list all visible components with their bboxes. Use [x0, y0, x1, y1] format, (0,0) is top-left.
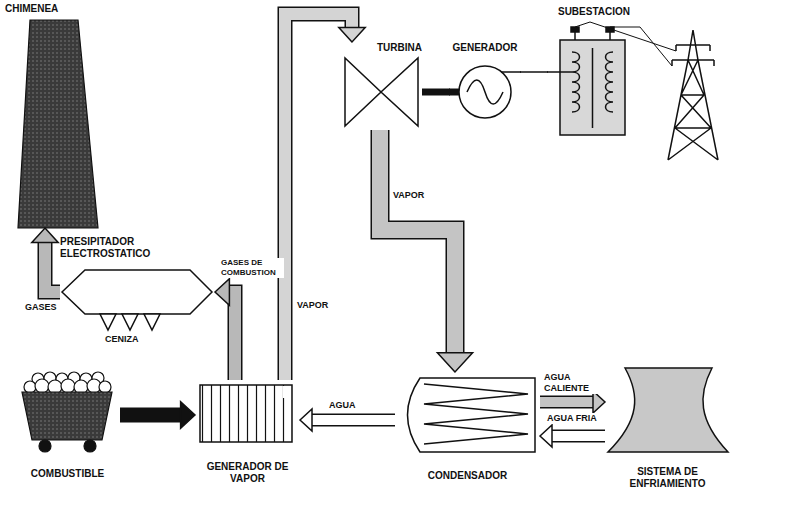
precipitator-shape: [62, 270, 212, 330]
part-label: CENIZA: [104, 334, 140, 345]
turbine-shape: [345, 58, 418, 126]
arrow-head: [300, 409, 312, 431]
connector-body: [312, 415, 395, 425]
flow-label: AGUA CALIENTE: [543, 372, 603, 394]
cooling-system-node: SISTEMA DE ENFRIAMIENTO: [605, 365, 730, 490]
connector-outline: [45, 242, 60, 292]
arrow-head: [339, 28, 365, 42]
condenser-shape: [408, 378, 536, 452]
arrow-head: [437, 353, 472, 372]
node-label: PRESIPITADOR ELECTROSTATICO: [60, 236, 160, 260]
connector-outline: [540, 396, 593, 409]
arrow-head: [215, 279, 229, 305]
flow-label: AGUA FRIA: [546, 413, 598, 424]
flow-label: GASES: [24, 302, 58, 313]
boiler-shape: [200, 385, 292, 442]
connector-outline: [552, 430, 605, 443]
chimney-shape: [18, 20, 98, 228]
connector-outline: [285, 14, 352, 380]
connector-outline: [120, 408, 181, 423]
flow-connector: [32, 228, 60, 292]
flow-connector: [540, 425, 605, 447]
arrow-head: [181, 402, 195, 428]
transformer-symbol: [547, 22, 676, 135]
connector-body: [540, 397, 593, 407]
chimney-node: CHIMENEA: [5, 3, 115, 228]
connector-body: [285, 14, 352, 380]
connector-outline: [229, 292, 235, 380]
flow-connector: [285, 14, 365, 380]
arrow-head: [593, 391, 605, 413]
flow-connector: [300, 409, 395, 431]
precipitator-node: PRESIPITADOR ELECTROSTATICO: [60, 236, 215, 334]
generator-node: GENERADOR: [450, 42, 520, 122]
flow-connector: [380, 130, 473, 372]
arrow-head: [540, 425, 552, 447]
connector-body: [45, 242, 60, 292]
fuel-cart: [22, 372, 112, 452]
cooling-tower: [608, 368, 728, 452]
transmission-tower: [668, 30, 718, 160]
arrow-head: [32, 228, 58, 242]
boiler-node: GENERADOR DE VAPOR: [195, 380, 300, 485]
node-label: CONDENSADOR: [395, 470, 540, 482]
flow-connector: [520, 72, 548, 73]
condenser-node: CONDENSADOR: [395, 372, 540, 482]
flow-connector: [540, 391, 605, 413]
node-label: GENERADOR DE VAPOR: [203, 461, 293, 485]
node-label: CHIMENEA: [5, 3, 115, 15]
flow-connector: [422, 92, 450, 93]
node-label: COMBUSTIBLE: [15, 468, 120, 480]
connector-outline: [380, 130, 455, 353]
turbine-node: TURBINA: [340, 42, 422, 130]
generator-shape: [449, 66, 521, 118]
node-label: TURBINA: [340, 42, 422, 54]
substation-node: SUBESTACION: [548, 6, 640, 140]
flow-label: VAPOR: [296, 300, 329, 311]
flow-label: AGUA: [328, 400, 357, 411]
flow-label: VAPOR: [392, 190, 425, 201]
connector-body: [120, 409, 181, 421]
flow-connector: [120, 402, 195, 428]
node-label: SISTEMA DE ENFRIAMIENTO: [623, 466, 713, 490]
flow-label: GASES DE COMBUSTION: [220, 258, 284, 278]
node-label: SUBESTACION: [548, 6, 640, 18]
connector-line: [422, 89, 450, 96]
connector-body: [380, 130, 455, 353]
connector-outline: [312, 414, 395, 427]
connector-body: [552, 431, 605, 441]
flow-connector: [215, 279, 235, 380]
fuel-node: COMBUSTIBLE: [15, 375, 120, 480]
connector-body: [229, 292, 235, 380]
connector-line: [520, 71, 548, 73]
node-label: GENERADOR: [450, 42, 520, 54]
